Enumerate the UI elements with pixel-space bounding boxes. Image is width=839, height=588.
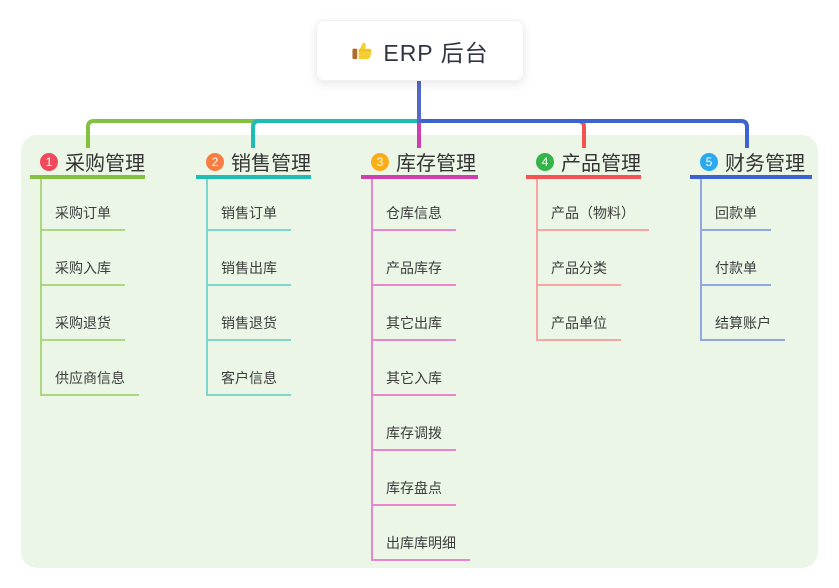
child-node[interactable]: 采购入库: [40, 259, 125, 286]
branch-trunk-line: [206, 179, 208, 396]
branch-label: 产品管理: [561, 153, 641, 175]
branch-trunk-line: [700, 179, 702, 341]
child-node[interactable]: 采购订单: [40, 204, 125, 231]
child-node[interactable]: 其它出库: [371, 314, 456, 341]
child-node[interactable]: 付款单: [700, 259, 771, 286]
branch-number-badge: 2: [206, 152, 224, 171]
child-node[interactable]: 库存调拨: [371, 424, 456, 451]
child-node[interactable]: 销售订单: [206, 204, 291, 231]
child-node[interactable]: 采购退货: [40, 314, 125, 341]
branch-label: 库存管理: [396, 153, 476, 175]
root-node-label: ERP 后台: [383, 39, 489, 66]
branch-number-badge: 1: [40, 152, 58, 171]
branch-number-badge: 5: [700, 152, 718, 171]
child-node[interactable]: 客户信息: [206, 369, 291, 396]
child-node[interactable]: 供应商信息: [40, 369, 139, 396]
branch-number-badge: 4: [536, 152, 554, 171]
branch-trunk-line: [536, 179, 538, 341]
branch-node-1[interactable]: 1 采购管理: [30, 148, 145, 179]
child-node[interactable]: 结算账户: [700, 314, 785, 341]
child-node[interactable]: 产品分类: [536, 259, 621, 286]
child-node[interactable]: 产品单位: [536, 314, 621, 341]
child-node[interactable]: 产品库存: [371, 259, 456, 286]
child-node[interactable]: 出库库明细: [371, 534, 470, 561]
child-node[interactable]: 回款单: [700, 204, 771, 231]
child-node[interactable]: 销售退货: [206, 314, 291, 341]
child-node[interactable]: 仓库信息: [371, 204, 456, 231]
child-node[interactable]: 产品（物料）: [536, 204, 649, 231]
branch-node-5[interactable]: 5 财务管理: [690, 148, 812, 179]
branch-node-3[interactable]: 3 库存管理: [361, 148, 478, 179]
branch-number-badge: 3: [371, 152, 389, 171]
branch-trunk-line: [371, 179, 373, 561]
branches-background-panel: [21, 135, 818, 568]
root-node[interactable]: ERP 后台: [316, 20, 524, 81]
branch-label: 财务管理: [725, 153, 805, 175]
child-node[interactable]: 销售出库: [206, 259, 291, 286]
branch-label: 销售管理: [231, 153, 311, 175]
branch-label: 采购管理: [65, 153, 145, 175]
branch-node-4[interactable]: 4 产品管理: [526, 148, 641, 179]
branch-trunk-line: [40, 179, 42, 396]
branch-node-2[interactable]: 2 销售管理: [196, 148, 311, 179]
child-node[interactable]: 库存盘点: [371, 479, 456, 506]
child-node[interactable]: 其它入库: [371, 369, 456, 396]
thumbs-up-icon: [351, 39, 374, 62]
